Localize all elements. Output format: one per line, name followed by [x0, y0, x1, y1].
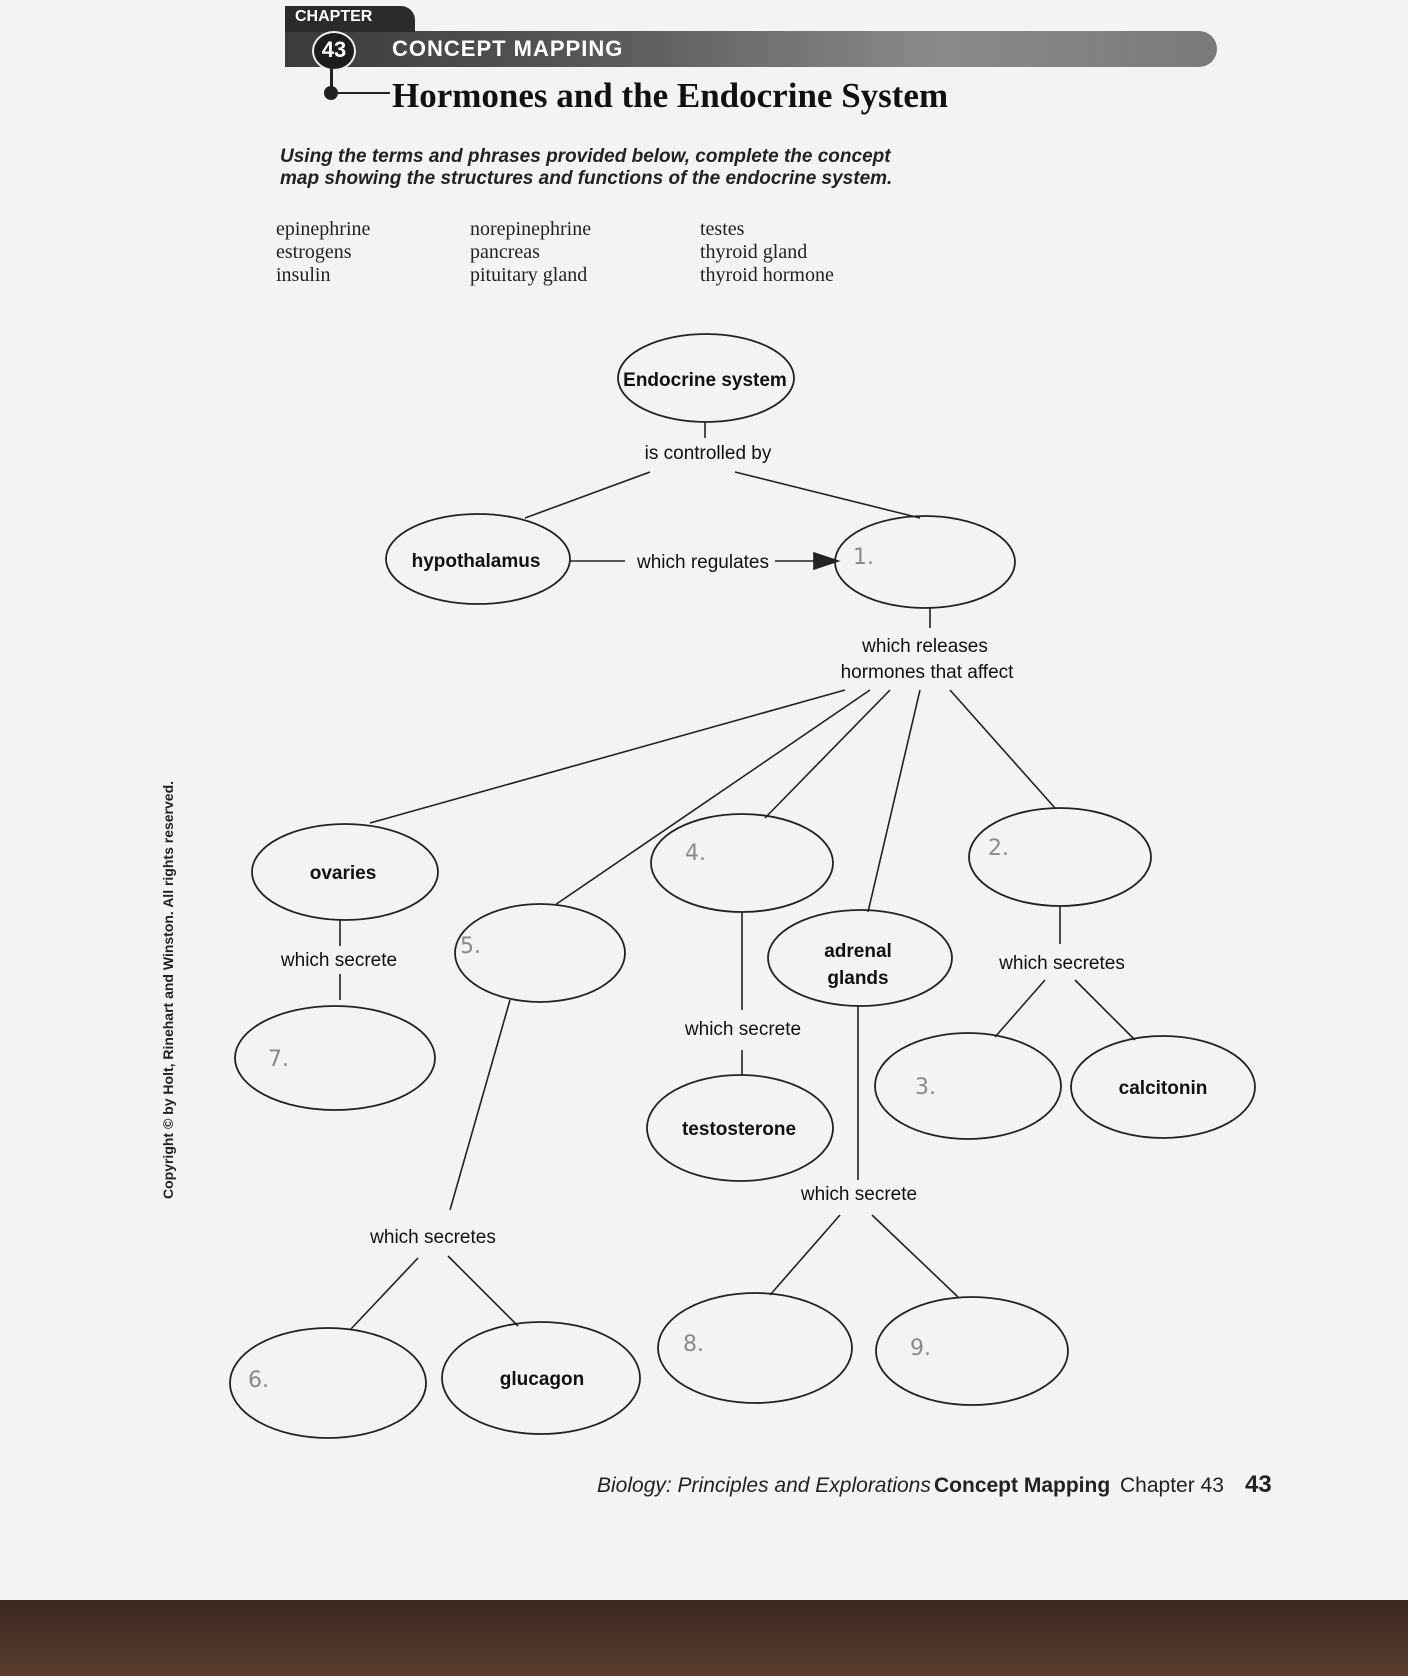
connector [554, 689, 871, 906]
label-adrenal: adrenal [824, 941, 892, 962]
oval-blank-4[interactable] [650, 813, 834, 913]
chapter-tab: CHAPTER [285, 6, 415, 32]
oval-ovaries [251, 823, 439, 921]
footer-chapter: Chapter 43 [1120, 1474, 1224, 1497]
link-which-regulates: which regulates [636, 552, 769, 573]
blank-number-1: 1. [853, 545, 874, 570]
connector [734, 471, 921, 519]
label-hypothalamus: hypothalamus [412, 551, 541, 572]
worksheet-page [0, 0, 1408, 1600]
term: pancreas [470, 241, 540, 263]
connector [871, 1214, 959, 1298]
terms-column-1: epinephrine estrogens insulin [276, 218, 370, 287]
connector [349, 1257, 419, 1331]
link-hormones-that-affect: hormones that affect [841, 662, 1015, 683]
concept-mapping-banner [285, 31, 1217, 67]
oval-endocrine-system [617, 333, 795, 423]
oval-blank-6[interactable] [229, 1327, 427, 1439]
term: estrogens [276, 241, 352, 263]
oval-hypothalamus [385, 513, 571, 605]
connector-lines [339, 422, 1136, 1331]
connector [949, 689, 1056, 809]
label-ovaries: ovaries [310, 863, 377, 884]
title-bullet-icon [324, 86, 338, 100]
link-which-releases: which releases [861, 636, 988, 657]
title-rule [338, 92, 390, 94]
arrowhead-icon [813, 551, 841, 571]
oval-glucagon [441, 1321, 641, 1435]
link-adrenal-which-secrete: which secrete [800, 1184, 917, 1205]
concept-ovals [229, 333, 1256, 1439]
oval-blank-9[interactable] [875, 1296, 1069, 1406]
oval-adrenal-glands [767, 909, 953, 1007]
label-glucagon: glucagon [500, 1369, 584, 1390]
blank-number-3: 3. [915, 1075, 936, 1100]
connector [369, 689, 846, 824]
link-thyroid-which-secretes: which secretes [998, 953, 1125, 974]
link-pancreas-which-secretes: which secretes [369, 1227, 496, 1248]
connector [994, 979, 1046, 1038]
term: pituitary gland [470, 264, 588, 286]
connector [449, 999, 511, 1211]
concept-map: Endocrine system hypothalamus ovaries ad… [229, 333, 1256, 1439]
blank-number-7: 7. [268, 1047, 289, 1072]
title-stem [330, 67, 333, 97]
label-glands: glands [827, 968, 888, 989]
connector [524, 471, 651, 519]
terms-column-3: testes thyroid gland thyroid hormone [700, 218, 834, 287]
link-testes-which-secrete: which secrete [684, 1019, 801, 1040]
blank-number-5: 5. [460, 934, 481, 959]
term: epinephrine [276, 218, 371, 240]
footer-book-title: Biology: Principles and Explorations [597, 1474, 931, 1497]
blank-number-4: 4. [685, 841, 706, 866]
link-ovaries-which-secrete: which secrete [280, 950, 397, 971]
blank-number-8: 8. [683, 1332, 704, 1357]
term: insulin [276, 264, 331, 286]
footer-section: Concept Mapping [934, 1474, 1111, 1497]
label-endocrine-system: Endocrine system [623, 370, 787, 391]
oval-calcitonin [1070, 1035, 1256, 1139]
connector [1074, 979, 1136, 1041]
term: thyroid gland [700, 241, 808, 263]
blank-number-2: 2. [988, 836, 1009, 861]
oval-blank-2[interactable] [968, 807, 1152, 907]
oval-blank-1[interactable] [834, 515, 1016, 609]
term: norepinephrine [470, 218, 592, 240]
blank-number-9: 9. [910, 1336, 931, 1361]
oval-blank-8[interactable] [657, 1292, 853, 1404]
term: thyroid hormone [700, 264, 834, 286]
chapter-number-badge: 43 [312, 31, 356, 71]
label-calcitonin: calcitonin [1119, 1078, 1208, 1099]
term: testes [700, 218, 745, 240]
page-number: 43 [1245, 1471, 1272, 1498]
label-testosterone: testosterone [682, 1119, 796, 1140]
table-background [0, 1600, 1408, 1676]
blank-number-6: 6. [248, 1368, 269, 1393]
page-title: Hormones and the Endocrine System [392, 76, 949, 115]
connector [867, 689, 921, 913]
connector [447, 1255, 519, 1327]
connector [769, 1214, 841, 1296]
terms-column-2: norepinephrine pancreas pituitary gland [470, 218, 591, 287]
link-is-controlled-by: is controlled by [645, 443, 772, 464]
section-label: CONCEPT MAPPING [392, 36, 624, 61]
oval-blank-5[interactable] [454, 903, 626, 1003]
oval-testosterone [646, 1074, 834, 1182]
oval-blank-7[interactable] [234, 1005, 436, 1111]
connector [764, 689, 891, 819]
instructions: Using the terms and phrases provided bel… [280, 146, 893, 189]
oval-blank-3[interactable] [874, 1032, 1062, 1140]
